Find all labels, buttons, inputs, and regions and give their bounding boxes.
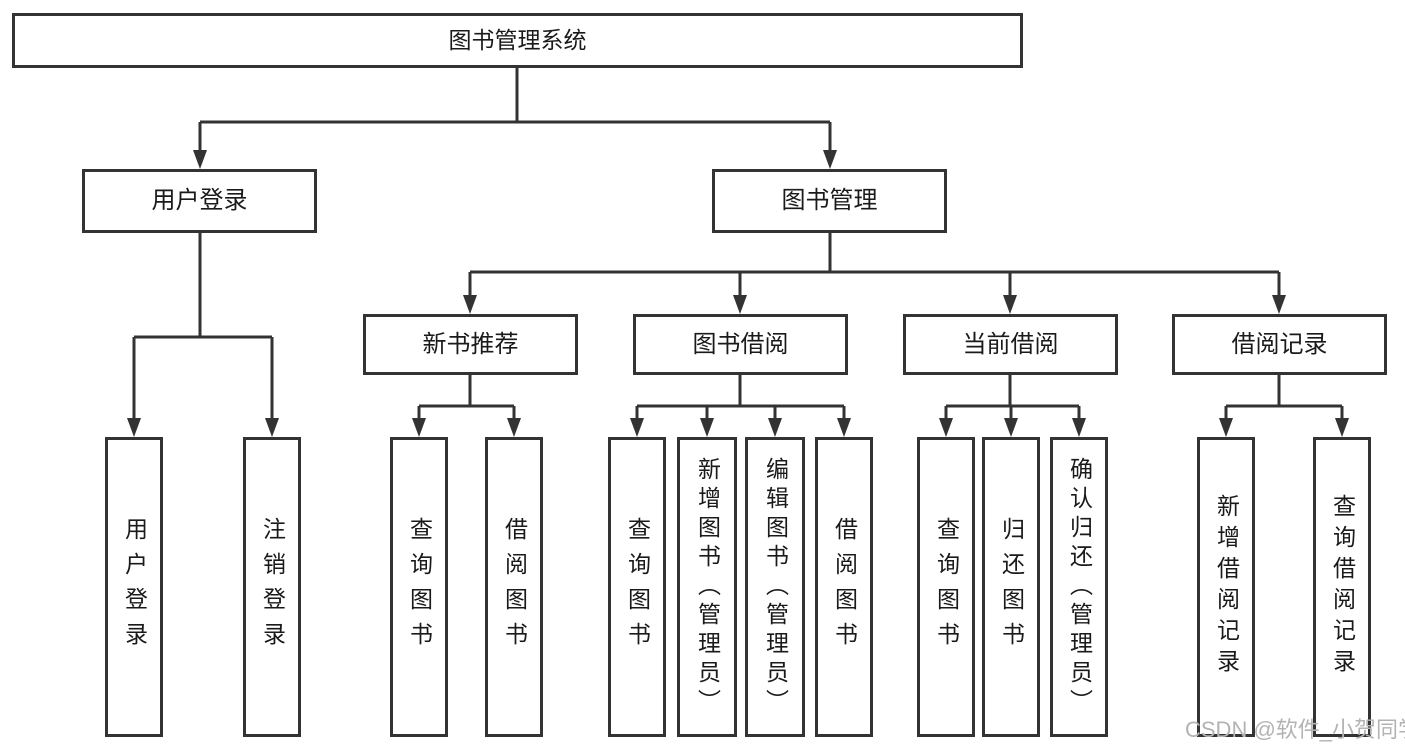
leaf-borrowing-query-books: 查询图书 [608,437,666,737]
node-label: 图书借阅 [692,330,789,358]
leaf-label: 注销登录 [259,517,286,657]
csdn-watermark: CSDN @软件_小贺同学 [1185,717,1405,742]
leaf-label: 借阅图书 [501,517,528,657]
leaf-label: 编辑图书（管理员） [762,456,789,718]
leaf-current-query-books: 查询图书 [917,437,975,737]
leaf-borrowing-borrow-books: 借阅图书 [815,437,873,737]
leaf-logout: 注销登录 [243,437,301,737]
node-label: 图书管理系统 [448,27,587,53]
leaf-label: 用户登录 [121,517,148,657]
node-label: 借阅记录 [1231,330,1328,358]
node-book-borrowing: 图书借阅 [633,314,848,375]
node-borrowing-records: 借阅记录 [1172,314,1387,375]
connector-paths [132,68,1344,420]
leaf-label: 借阅图书 [831,517,858,657]
leaf-label: 查询图书 [406,517,433,657]
leaf-label: 归还图书 [998,517,1025,657]
leaf-recommend-query-books: 查询图书 [390,437,448,737]
leaf-records-query-borrow-record: 查询借阅记录 [1313,437,1371,737]
leaf-borrowing-add-books-admin: 新增图书（管理员） [677,437,737,737]
leaf-label: 查询图书 [933,517,960,657]
node-book-management: 图书管理 [712,169,947,233]
leaf-current-confirm-return-admin: 确认归还（管理员） [1050,437,1108,737]
leaf-label: 新增借阅记录 [1213,494,1240,680]
node-label: 用户登录 [151,187,248,214]
leaf-recommend-borrow-books: 借阅图书 [485,437,543,737]
node-label: 图书管理 [781,187,878,214]
leaf-label: 查询借阅记录 [1329,494,1356,680]
node-label: 新书推荐 [422,330,519,358]
leaf-label: 查询图书 [624,517,651,657]
arrowheads [127,150,1349,437]
node-library-management-system: 图书管理系统 [12,13,1023,68]
leaf-borrowing-edit-books-admin: 编辑图书（管理员） [745,437,805,737]
leaf-records-add-borrow-record: 新增借阅记录 [1197,437,1255,737]
leaf-current-return-books: 归还图书 [982,437,1040,737]
node-label: 当前借阅 [962,330,1059,358]
node-new-book-recommendation: 新书推荐 [363,314,578,375]
leaf-label: 新增图书（管理员） [694,456,721,718]
leaf-user-login: 用户登录 [105,437,163,737]
node-user-login: 用户登录 [82,169,317,233]
leaf-label: 确认归还（管理员） [1066,456,1093,718]
node-current-borrowing: 当前借阅 [903,314,1118,375]
